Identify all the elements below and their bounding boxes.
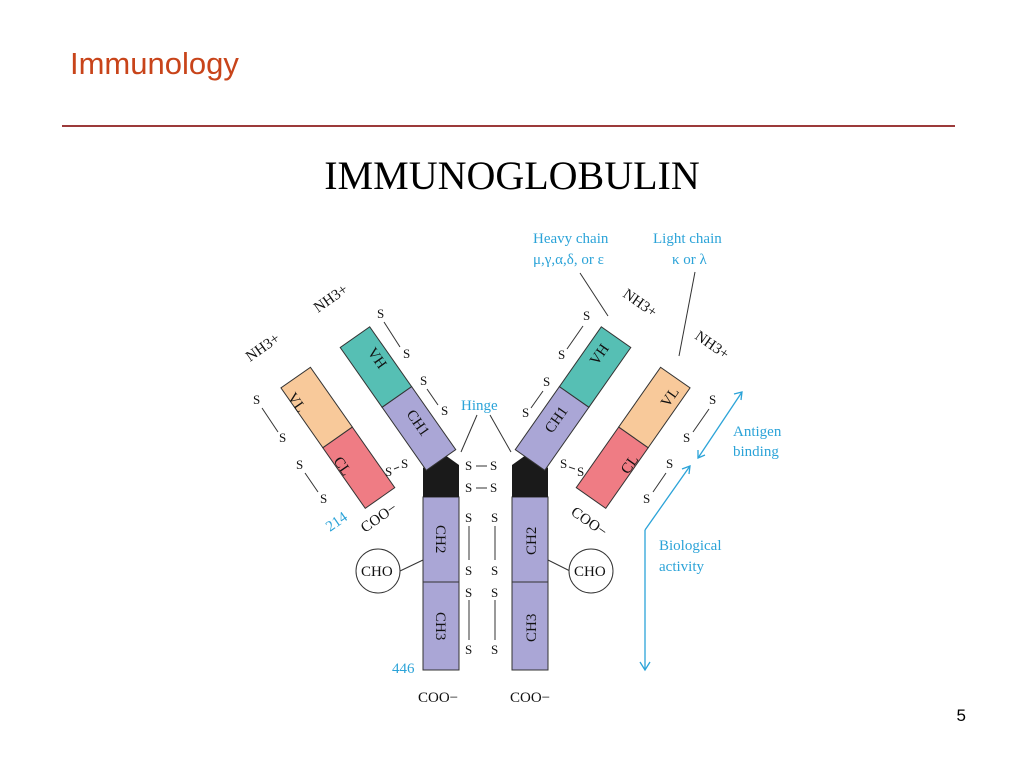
right-vl-s-2: S bbox=[683, 430, 690, 445]
slide-title: IMMUNOGLOBULIN bbox=[324, 153, 700, 198]
left-hl-bond bbox=[393, 466, 400, 470]
right-cl-bond bbox=[652, 472, 667, 493]
left-cl-s-2: S bbox=[320, 491, 327, 506]
residue-214-label: 214 bbox=[323, 509, 351, 535]
right-ch2-domain bbox=[511, 496, 549, 583]
left-vh-s-2: S bbox=[403, 346, 410, 361]
header-divider bbox=[62, 125, 955, 127]
light-chain-label: Light chain bbox=[653, 231, 722, 247]
right-ch3-s-bottom: S bbox=[491, 642, 498, 657]
right-light-coo-label: COO− bbox=[568, 504, 610, 540]
left-cho-circle bbox=[355, 548, 401, 594]
left-ch2-s-bottom: S bbox=[465, 563, 472, 578]
right-vl-s-1: S bbox=[709, 392, 716, 407]
page-number: 5 bbox=[956, 706, 966, 725]
right-cho-label: CHO bbox=[574, 564, 606, 580]
left-light-nh3-label: NH3+ bbox=[243, 331, 283, 366]
left-ch1-s-2: S bbox=[441, 403, 448, 418]
left-ch3-label: CH3 bbox=[432, 612, 448, 640]
left-ch1-bond bbox=[426, 388, 439, 406]
hinge-s-2a: S bbox=[465, 480, 472, 495]
left-vl-s-2: S bbox=[279, 430, 286, 445]
hinge-s-1b: S bbox=[490, 458, 497, 473]
hinge-pointer-left bbox=[460, 414, 478, 453]
left-ch3-s-top: S bbox=[465, 585, 472, 600]
right-ch3-label: CH3 bbox=[524, 614, 540, 642]
right-heavy-coo-label: COO− bbox=[510, 690, 550, 706]
hinge-s-1a: S bbox=[465, 458, 472, 473]
biological-activity-label-1: Biological bbox=[659, 538, 722, 554]
right-cl-s-2: S bbox=[643, 491, 650, 506]
biological-arrowhead-top bbox=[681, 465, 691, 475]
right-vl-bond bbox=[692, 408, 710, 433]
left-vl-bond bbox=[261, 407, 279, 433]
header-title: Immunology bbox=[70, 46, 239, 81]
left-heavy-nh3-label: NH3+ bbox=[311, 282, 351, 317]
light-chain-types: κ or λ bbox=[672, 252, 708, 268]
biological-activity-label-2: activity bbox=[659, 559, 704, 575]
right-ch1-s-2: S bbox=[522, 405, 529, 420]
antigen-binding-arrow bbox=[697, 391, 743, 459]
right-ch2-s-bottom: S bbox=[491, 563, 498, 578]
right-ch3-s-top: S bbox=[491, 585, 498, 600]
right-light-nh3-label: NH3+ bbox=[692, 328, 732, 363]
left-cl-bond bbox=[304, 472, 319, 493]
left-ch2-label: CH2 bbox=[432, 525, 448, 553]
right-hl-s-a: S bbox=[560, 456, 567, 471]
left-vl-s-1: S bbox=[253, 392, 260, 407]
right-cho-circle bbox=[568, 548, 614, 594]
left-cl-s-1: S bbox=[296, 457, 303, 472]
hinge-label: Hinge bbox=[461, 398, 498, 414]
residue-446-label: 446 bbox=[392, 661, 415, 677]
left-hl-s-b: S bbox=[401, 456, 408, 471]
right-cl-s-1: S bbox=[666, 456, 673, 471]
right-ch1-bond bbox=[530, 390, 544, 409]
antigen-binding-label-1: Antigen bbox=[733, 424, 782, 440]
hinge-s-2b: S bbox=[490, 480, 497, 495]
left-vh-s-1: S bbox=[377, 306, 384, 321]
heavy-chain-types: μ,γ,α,δ, or ε bbox=[533, 252, 604, 268]
right-ch1-s-1: S bbox=[543, 374, 550, 389]
left-ch2-s-top: S bbox=[465, 510, 472, 525]
right-vh-s-2: S bbox=[558, 347, 565, 362]
left-vl-domain bbox=[280, 366, 353, 449]
light-chain-pointer bbox=[678, 271, 696, 357]
right-vh-domain bbox=[558, 326, 632, 408]
right-hl-s-b: S bbox=[577, 464, 584, 479]
antigen-arrowhead-top bbox=[733, 391, 743, 401]
right-vh-bond bbox=[566, 325, 584, 350]
heavy-chain-pointer bbox=[579, 272, 609, 317]
antigen-binding-label-2: binding bbox=[733, 444, 779, 460]
right-ch2-label: CH2 bbox=[524, 527, 540, 555]
left-vh-bond bbox=[383, 321, 401, 348]
right-vl-domain bbox=[618, 366, 691, 449]
heavy-chain-label: Heavy chain bbox=[533, 231, 609, 247]
right-ch3-domain bbox=[511, 581, 549, 671]
left-cho-label: CHO bbox=[361, 564, 393, 580]
right-ch2-s-top: S bbox=[491, 510, 498, 525]
hinge-pointer-right bbox=[489, 414, 512, 453]
antigen-arrowhead-bottom bbox=[697, 450, 706, 459]
left-cho-link bbox=[399, 559, 424, 572]
right-heavy-nh3-label: NH3+ bbox=[620, 286, 660, 321]
left-vh-domain bbox=[339, 326, 413, 408]
left-ch3-s-bottom: S bbox=[465, 642, 472, 657]
right-vh-s-1: S bbox=[583, 308, 590, 323]
left-heavy-coo-label: COO− bbox=[418, 690, 458, 706]
left-ch3-domain bbox=[422, 581, 460, 671]
left-ch1-s-1: S bbox=[420, 373, 427, 388]
left-hl-s-a: S bbox=[385, 464, 392, 479]
right-hl-bond bbox=[568, 466, 576, 470]
biological-activity-arrow-diagonal bbox=[644, 465, 691, 531]
right-cho-link bbox=[547, 559, 571, 572]
biological-arrowhead-bottom bbox=[639, 661, 651, 672]
